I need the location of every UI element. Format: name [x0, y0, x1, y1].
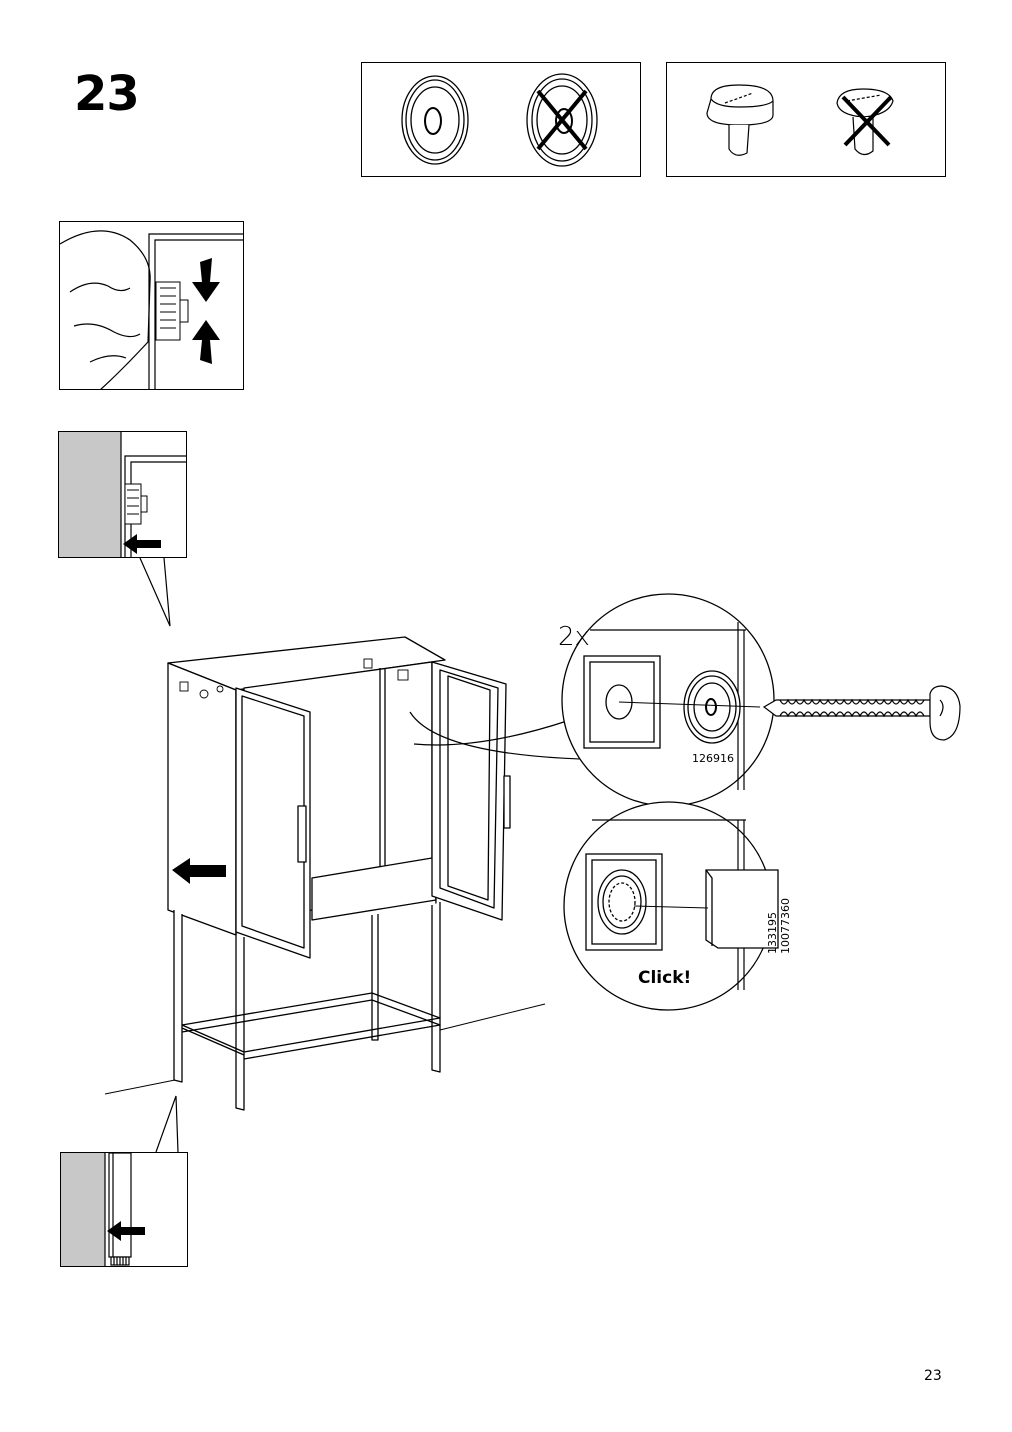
arrow-icon: [107, 1221, 145, 1241]
washer-diagram: [401, 73, 598, 167]
cap-part-number-a: 133195: [766, 912, 779, 954]
hand-adjust-diagram: [60, 230, 243, 389]
washer-correct-icon: [401, 75, 469, 165]
quantity-label: 2x: [558, 622, 590, 652]
cap-part-number-b: 10077360: [779, 898, 792, 954]
step-number: 23: [74, 66, 140, 122]
plug-diagram: [706, 84, 894, 156]
washer-incorrect-icon: [526, 73, 598, 167]
adjuster-knob-icon: [155, 281, 189, 341]
cap-icon: [705, 869, 779, 949]
floor-line: [104, 1003, 546, 1095]
page-number: 23: [924, 1368, 942, 1384]
plug-orientation-panel: [666, 62, 946, 177]
arrow-icon: [123, 534, 161, 554]
plug-correct-icon: [706, 84, 774, 156]
wall-gap-diagram: [59, 432, 186, 557]
plug-incorrect-icon: [836, 88, 894, 156]
washer-icon: [683, 670, 741, 744]
screw-icon: [762, 685, 961, 741]
cap-part-numbers: 133195 10077360: [766, 854, 800, 954]
floor-gap-diagram: [61, 1153, 145, 1266]
adjuster-knob-icon: [124, 483, 148, 525]
cabinet-illustration: [167, 636, 511, 1111]
floor-gap-panel: [60, 1152, 188, 1267]
push-arrow-icon: [172, 858, 226, 884]
hole-plate-with-washer: [585, 853, 663, 951]
screw-callout-circle: [561, 593, 775, 807]
cap-callout-circle: [563, 801, 779, 1011]
click-label: Click!: [638, 968, 692, 988]
screw-part-number: 126916: [692, 752, 734, 765]
wall-gap-panel: [58, 431, 187, 558]
hand-adjust-panel: [59, 221, 244, 390]
washer-orientation-panel: [361, 62, 641, 177]
rotate-arrow-icon: [192, 258, 220, 364]
